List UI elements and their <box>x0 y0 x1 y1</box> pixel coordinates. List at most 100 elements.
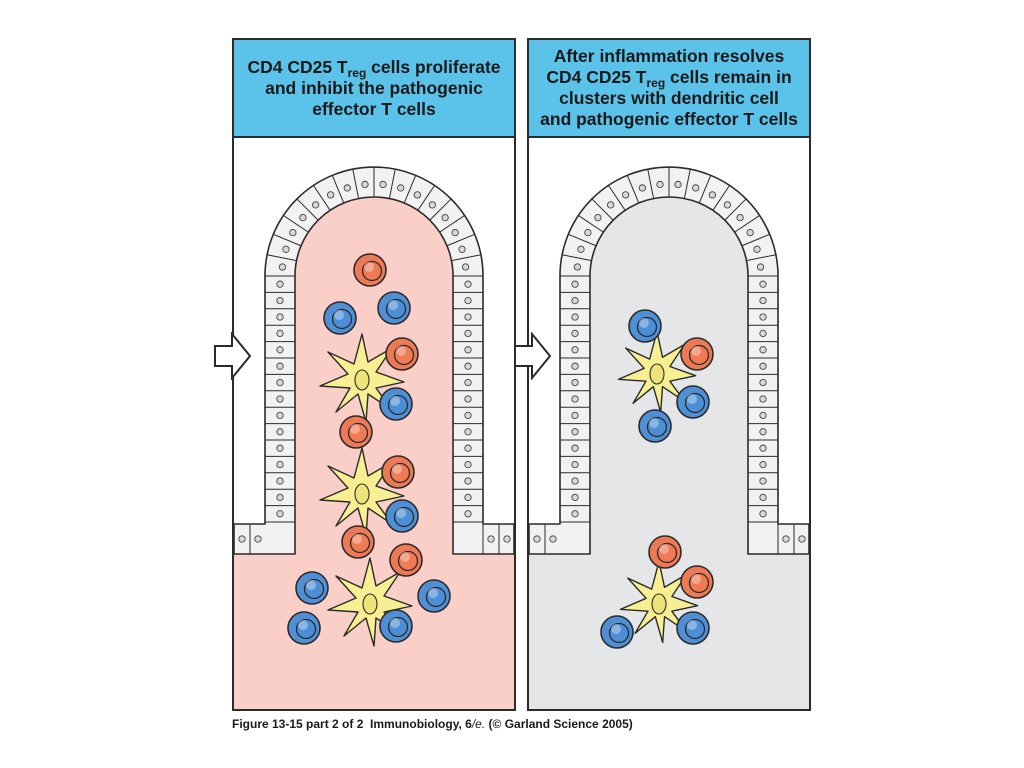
effector-t-cell <box>676 611 710 645</box>
nucleus <box>571 460 579 469</box>
treg-cell <box>353 253 387 287</box>
header-line-3: clusters with dendritic cell <box>559 88 779 108</box>
nucleus <box>464 477 472 485</box>
nucleus <box>571 280 579 288</box>
nucleus <box>736 213 744 222</box>
header-text: CD4 CD25 Treg cells proliferate and inhi… <box>241 57 506 120</box>
effector-t-cell <box>676 385 710 419</box>
nucleus <box>276 510 284 518</box>
lamina-propria <box>529 197 809 709</box>
nucleus <box>759 313 767 321</box>
nucleus <box>464 428 472 436</box>
effector-t-cell <box>379 609 413 643</box>
header-line-2a: CD4 CD25 T <box>546 67 647 87</box>
panel-header: CD4 CD25 Treg cells proliferate and inhi… <box>234 40 514 138</box>
nucleus <box>571 444 579 452</box>
book-title: Immunobiology, 6 <box>370 717 472 731</box>
nucleus <box>621 191 630 199</box>
panel-header: After inflammation resolves CD4 CD25 Tre… <box>529 40 809 138</box>
treg-cell <box>680 565 714 599</box>
effector-t-cell <box>379 387 413 421</box>
nucleus <box>276 493 284 502</box>
nucleus <box>759 477 767 485</box>
nucleus <box>464 460 472 469</box>
nucleus <box>571 296 579 305</box>
right-arrow-icon <box>214 332 252 380</box>
nucleus <box>606 201 615 209</box>
nucleus <box>533 535 541 543</box>
nucleus <box>464 329 472 338</box>
nucleus <box>276 477 284 485</box>
nucleus <box>299 213 307 222</box>
nucleus <box>594 213 602 222</box>
nucleus <box>759 460 767 469</box>
nucleus <box>276 346 284 354</box>
villus-illustration <box>529 166 809 709</box>
header-line-1b: cells proliferate <box>366 56 501 77</box>
treg-cell <box>341 525 375 559</box>
nucleus <box>464 362 472 370</box>
header-line-2b: cells remain in <box>665 67 792 87</box>
nucleus <box>397 184 405 192</box>
effector-t-cell <box>417 579 451 613</box>
nucleus <box>343 184 351 192</box>
epithelial-cells <box>234 167 511 554</box>
header-subscript: reg <box>646 76 666 90</box>
nucleus <box>238 535 246 543</box>
nucleus <box>458 245 466 253</box>
nucleus <box>549 535 557 543</box>
nucleus <box>571 411 579 420</box>
nucleus <box>362 593 378 615</box>
nucleus <box>573 263 582 271</box>
header-line-3: effector T cells <box>312 98 436 119</box>
nucleus <box>428 201 437 209</box>
header-subscript: reg <box>347 65 367 80</box>
nucleus <box>461 263 470 271</box>
effector-t-cell <box>638 409 672 443</box>
header-line-4: and pathogenic effector T cells <box>540 109 798 129</box>
panel-inflammation: CD4 CD25 Treg cells proliferate and inhi… <box>232 38 516 711</box>
nucleus <box>759 428 767 436</box>
nucleus <box>759 493 767 502</box>
nucleus <box>276 395 284 403</box>
nucleus <box>276 411 284 420</box>
nucleus <box>289 228 297 237</box>
nucleus <box>571 477 579 485</box>
nucleus <box>464 378 472 387</box>
nucleus <box>464 346 472 354</box>
nucleus <box>656 180 664 189</box>
copyright: (© Garland Science 2005) <box>488 717 633 731</box>
treg-cell <box>339 415 373 449</box>
effector-t-cell <box>600 615 634 649</box>
nucleus <box>464 444 472 452</box>
nucleus <box>571 395 579 403</box>
nucleus <box>464 296 472 305</box>
nucleus <box>759 280 767 288</box>
nucleus <box>759 329 767 338</box>
nucleus <box>379 180 387 189</box>
nucleus <box>464 411 472 420</box>
header-text: After inflammation resolves CD4 CD25 Tre… <box>534 46 804 130</box>
treg-cell <box>648 535 682 569</box>
nucleus <box>674 180 682 189</box>
header-line-2: and inhibit the pathogenic <box>265 77 483 98</box>
figure-number: Figure 13-15 part 2 of 2 <box>232 717 364 731</box>
nucleus <box>753 245 761 253</box>
nucleus <box>282 245 290 253</box>
nucleus <box>571 346 579 354</box>
nucleus <box>354 483 370 505</box>
nucleus <box>464 395 472 403</box>
nucleus <box>571 329 579 338</box>
nucleus <box>584 228 592 237</box>
nucleus <box>577 245 585 253</box>
nucleus <box>413 191 422 199</box>
nucleus <box>254 535 262 543</box>
nucleus <box>276 296 284 305</box>
nucleus <box>798 535 806 543</box>
nucleus <box>311 201 320 209</box>
nucleus <box>451 228 459 237</box>
effector-t-cell <box>385 499 419 533</box>
nucleus <box>649 363 665 385</box>
nucleus <box>782 535 790 543</box>
nucleus <box>464 280 472 288</box>
